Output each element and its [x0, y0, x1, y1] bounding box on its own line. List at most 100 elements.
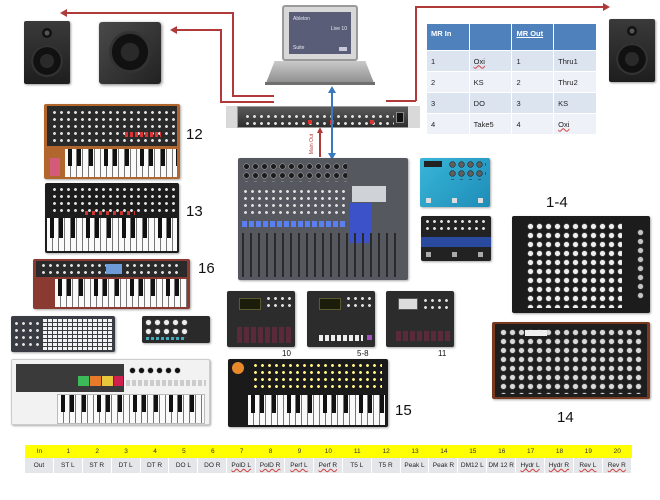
patch-out: Peak R	[429, 458, 459, 473]
patch-out: T5 R	[371, 458, 401, 473]
arturia-keylab	[11, 359, 210, 425]
synth-multivoice-1-4	[512, 216, 650, 313]
patch-in: 10	[313, 445, 343, 458]
synth-keys-16	[33, 259, 190, 309]
cable-to-subwoofer	[176, 29, 222, 31]
patch-in: 1	[53, 445, 83, 458]
label-15: 15	[395, 402, 412, 419]
cable-main-out	[319, 131, 321, 157]
tapecho-delay-pedal	[421, 216, 491, 261]
patch-out: T5 L	[342, 458, 372, 473]
small-module	[142, 316, 210, 343]
patch-in: 13	[400, 445, 430, 458]
patch-out-text: Rev R	[607, 462, 626, 469]
cable-segment	[232, 12, 234, 96]
patch-out: ST R	[82, 458, 112, 473]
table-row: 3 DO 3 KS	[426, 92, 597, 114]
tweeter-icon	[627, 26, 637, 36]
cable-usb-bidirectional	[331, 92, 333, 156]
cable-to-left-monitor	[66, 12, 234, 14]
control-panel	[36, 261, 187, 277]
display-screen	[106, 264, 122, 274]
patch-in: 8	[256, 445, 286, 458]
knob-grid	[448, 160, 486, 180]
mr-in-device: Take5	[468, 113, 513, 135]
patch-bay-table: In 1 2 3 4 5 6 7 8 9 10 11 12 13 14 15 1…	[25, 445, 632, 473]
laptop-front-edge	[265, 82, 375, 85]
patch-out-text: PolD R	[259, 462, 281, 469]
patch-out: DT R	[140, 458, 170, 473]
patch-out: Peak L	[400, 458, 430, 473]
control-panel	[47, 106, 177, 146]
app-edition: Suite	[293, 45, 305, 51]
pad-grid	[43, 318, 113, 350]
label-5-8: 5-8	[357, 349, 369, 358]
control-panel	[495, 324, 647, 397]
mr-in-num: 1	[426, 50, 470, 72]
model-cycles-11	[386, 291, 454, 347]
header-blank	[553, 23, 597, 51]
patch-out: Perf L	[285, 458, 314, 473]
ableton-display: Ableton Live 10 Suite	[289, 12, 351, 54]
mr-out-device: Thru1	[553, 50, 597, 72]
patch-in: 19	[573, 445, 603, 458]
mr-out-device: Thru2	[553, 71, 597, 93]
synth-take5-13	[45, 183, 179, 253]
purple-button	[367, 335, 372, 340]
button-row	[146, 337, 186, 340]
footswitch-row	[426, 252, 486, 257]
arrow-right-icon	[603, 3, 610, 11]
display-screen	[239, 298, 261, 310]
knob-grid	[144, 318, 188, 338]
knob-grid	[499, 328, 643, 394]
cable-segment	[415, 6, 417, 101]
pad-red	[114, 376, 123, 386]
table-row: 1 Oxi 1 Thru1	[426, 50, 597, 72]
cable-segment	[220, 29, 222, 102]
patch-out: DT L	[111, 458, 141, 473]
digitone-10	[227, 291, 295, 347]
knob-grid	[51, 186, 176, 214]
trig-keys	[237, 327, 291, 343]
patch-out-text: Hydr L	[520, 462, 540, 469]
mr-out-num: 1	[511, 50, 555, 72]
pad-controller	[11, 316, 115, 352]
brand-strip	[421, 237, 491, 247]
mr-out-device: KS	[553, 92, 597, 114]
synth-peak-14	[492, 322, 650, 399]
display-screen	[319, 298, 341, 310]
cable-to-right-monitor	[416, 6, 604, 8]
tweeter-icon	[42, 28, 52, 38]
arrow-up-icon	[317, 127, 323, 133]
pad-yellow	[102, 376, 113, 386]
knob-grid	[345, 295, 373, 311]
knob-grid	[51, 109, 176, 143]
rack-ear-right	[408, 106, 420, 128]
display-screen	[525, 330, 547, 336]
digital-mixer	[238, 158, 408, 280]
patch-out-text: Perf R	[318, 462, 338, 469]
patch-out: DO R	[198, 458, 228, 473]
keyboard	[57, 394, 205, 424]
arrow-up-icon	[328, 86, 336, 93]
logo-icon	[232, 362, 244, 374]
logo-icon	[339, 47, 347, 51]
label-11: 11	[438, 349, 447, 358]
led-icon	[308, 120, 312, 124]
knob-grid	[422, 297, 452, 313]
label-14: 14	[557, 409, 574, 426]
led-icon	[370, 120, 374, 124]
keyboard	[248, 395, 385, 425]
patch-in: 15	[458, 445, 488, 458]
label-1-4: 1-4	[546, 194, 568, 211]
patch-out-text: Hydr R	[548, 462, 570, 469]
mr-in-device: DO	[468, 92, 513, 114]
patch-out: Hydr L	[516, 458, 546, 473]
left-monitor-speaker	[24, 21, 70, 84]
patch-in: 5	[169, 445, 199, 458]
bigsky-reverb-pedal	[420, 158, 490, 207]
table-row: 2 KS 2 Thru2	[426, 71, 597, 93]
patch-out-text: PolD L	[231, 462, 251, 469]
header-mr-out: MR Out	[511, 23, 555, 51]
patch-out: Hydr R	[545, 458, 574, 473]
